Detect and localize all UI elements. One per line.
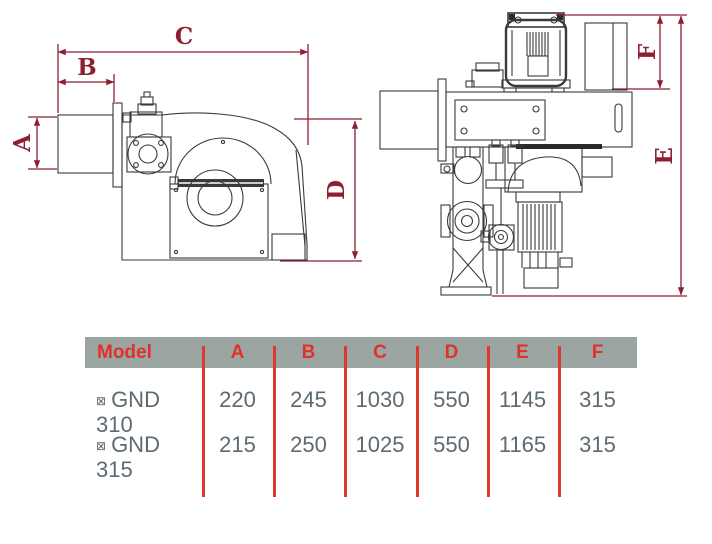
value-cell-f: 315	[579, 432, 616, 457]
right-top-view	[379, 12, 633, 296]
model-name: GND 315	[96, 432, 160, 482]
column-separator	[344, 346, 347, 497]
column-separator	[273, 346, 276, 497]
model-cell: ⊠GND 310	[96, 389, 200, 436]
value-cell-e: 1165	[498, 432, 547, 457]
model-cell: ⊠GND 315	[96, 434, 200, 481]
fan-housing-outline	[121, 112, 308, 261]
column-header-model: Model	[97, 342, 152, 363]
blast-tube	[57, 114, 114, 174]
value-cell-c: 1030	[355, 387, 405, 412]
dimension-label-f: F	[634, 43, 661, 60]
column-separator	[558, 346, 561, 497]
checkbox-glyph: ⊠	[96, 439, 107, 453]
column-header-d: D	[444, 342, 459, 363]
column-header-f: F	[591, 342, 604, 363]
fan-motor	[501, 12, 571, 93]
damper-servo	[465, 62, 504, 88]
column-header-e: E	[516, 342, 529, 363]
base-foot	[271, 233, 306, 261]
value-cell-b: 245	[290, 387, 327, 412]
side-duct	[581, 156, 613, 178]
column-separator	[487, 346, 490, 497]
technical-drawing: C B A D	[9, 12, 687, 297]
column-separator	[202, 346, 205, 497]
column-header-a: A	[230, 342, 245, 363]
right-view-dimensions	[492, 14, 687, 297]
dimension-label-b: B	[77, 54, 96, 81]
column-header-c: C	[373, 342, 387, 363]
pump-motor	[515, 191, 573, 289]
dimension-label-e: E	[651, 147, 678, 165]
column-separator	[416, 346, 419, 497]
side-panel	[169, 183, 269, 259]
value-cell-c: 1025	[355, 432, 405, 457]
blast-tube-top	[379, 90, 439, 150]
pressure-switches	[485, 139, 524, 225]
value-cell-a: 215	[219, 432, 256, 457]
dimension-label-a: A	[9, 133, 36, 153]
inspection-port	[186, 169, 244, 227]
value-cell-b: 250	[290, 432, 327, 457]
value-cell-e: 1145	[498, 387, 547, 412]
dimension-label-c: C	[175, 23, 193, 50]
multiblock-valve	[446, 200, 488, 242]
checkbox-glyph: ⊠	[96, 394, 107, 408]
mounting-flange	[112, 102, 123, 188]
value-cell-f: 315	[579, 387, 616, 412]
gas-train	[440, 146, 515, 296]
value-cell-d: 550	[433, 387, 470, 412]
scroll-arc	[507, 156, 582, 193]
ball-valve	[453, 155, 483, 185]
model-name: GND 310	[96, 387, 160, 437]
left-side-view	[57, 91, 308, 261]
column-header-b: B	[301, 342, 316, 363]
intake-box	[584, 22, 628, 91]
gas-valve	[122, 91, 172, 175]
value-cell-a: 220	[219, 387, 256, 412]
left-view-dimensions	[28, 44, 362, 262]
cover-plate	[454, 99, 546, 141]
regulator-valve	[487, 223, 515, 251]
motor-fins	[526, 32, 549, 56]
air-intake-arch	[174, 137, 272, 185]
value-cell-d: 550	[433, 432, 470, 457]
table-header-bar	[85, 337, 637, 368]
flange-top	[437, 78, 447, 162]
handle-slot	[614, 103, 623, 133]
dimension-label-d: D	[323, 180, 350, 200]
volute-inner-edge	[295, 149, 306, 247]
